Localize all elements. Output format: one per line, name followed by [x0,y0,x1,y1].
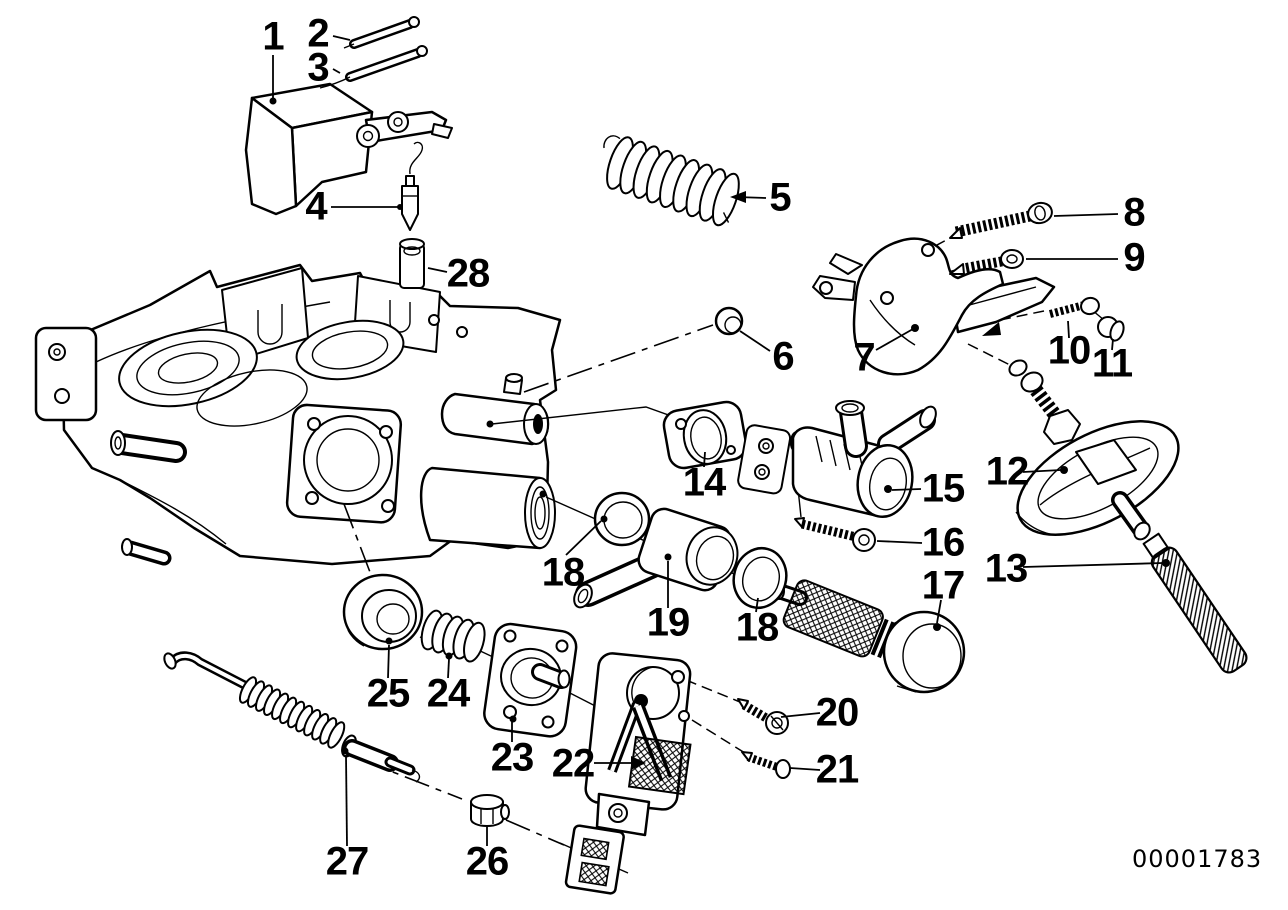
body-vacuum-boss [440,392,550,446]
part-label-17: 17 [921,563,965,608]
part-nut-26 [470,794,510,827]
part-label-26: 26 [465,839,509,884]
part-screw-9 [949,249,1024,275]
part-label-8: 8 [1123,190,1145,235]
part-label-25: 25 [366,671,410,716]
part-small-spring [420,609,486,663]
part-rod-sleeve [1142,532,1248,674]
part-float-pin-upper [343,16,420,49]
part-plug-11 [1097,316,1125,342]
part-label-5: 5 [769,175,791,220]
part-label-20: 20 [815,690,859,735]
part-label-11: 11 [1091,341,1133,386]
part-label-14: 14 [682,460,726,505]
body-stub-pipe [121,538,172,566]
body-fuel-inlet-pipe [110,430,187,463]
part-screw-10 [1048,296,1100,318]
part-label-18: 18 [541,550,585,595]
part-label-7: 7 [853,335,875,380]
part-label-16: 16 [921,520,965,565]
part-lever-mechanism [564,652,692,895]
part-label-21: 21 [815,747,859,792]
part-label-23: 23 [490,735,534,780]
part-label-19: 19 [646,600,690,645]
part-pull-rod [163,651,421,783]
part-knurled-plug [773,579,966,694]
body-front-cover-face [285,403,403,524]
part-label-2: 2 [307,11,329,56]
part-elbow-fitting [573,507,739,609]
part-label-24: 24 [426,671,470,716]
part-label-18: 18 [735,605,779,650]
lever-flag-tab [564,824,625,895]
part-cover-plate [483,622,578,738]
part-screw-21 [741,751,791,779]
part-label-6: 6 [772,334,794,379]
part-bracket [812,237,1056,376]
part-label-1: 1 [262,14,284,59]
part-flange [662,400,748,470]
carburetor-body [34,263,562,566]
part-label-9: 9 [1123,235,1145,280]
part-needle-valve [401,141,424,231]
part-label-27: 27 [325,839,369,884]
body-threaded-tube [419,466,556,550]
part-cup-seal [342,573,424,651]
part-label-4: 4 [305,184,327,229]
part-screw-16 [794,517,876,552]
body-mount-ear [34,326,98,422]
part-sealing-ring [732,547,788,609]
part-coil-spring [603,135,740,227]
part-nut-6 [714,306,744,336]
part-label-10: 10 [1047,328,1091,373]
part-diaphragm [1008,359,1180,541]
part-float [244,82,453,216]
part-housing [737,400,937,519]
part-label-13: 13 [984,546,1028,591]
drawing-number: 00001783 [1132,845,1263,873]
body-venturi-bores [118,319,405,427]
leader-lines [269,35,1170,847]
part-screw-20 [737,698,789,735]
part-label-15: 15 [921,466,965,511]
part-jet-plug [399,238,425,289]
part-screw-8 [949,201,1053,239]
part-label-28: 28 [446,251,490,296]
part-float-pin-lower [319,45,428,89]
part-label-3: 3 [307,45,329,90]
part-label-22: 22 [551,741,595,786]
part-label-12: 12 [985,449,1029,494]
